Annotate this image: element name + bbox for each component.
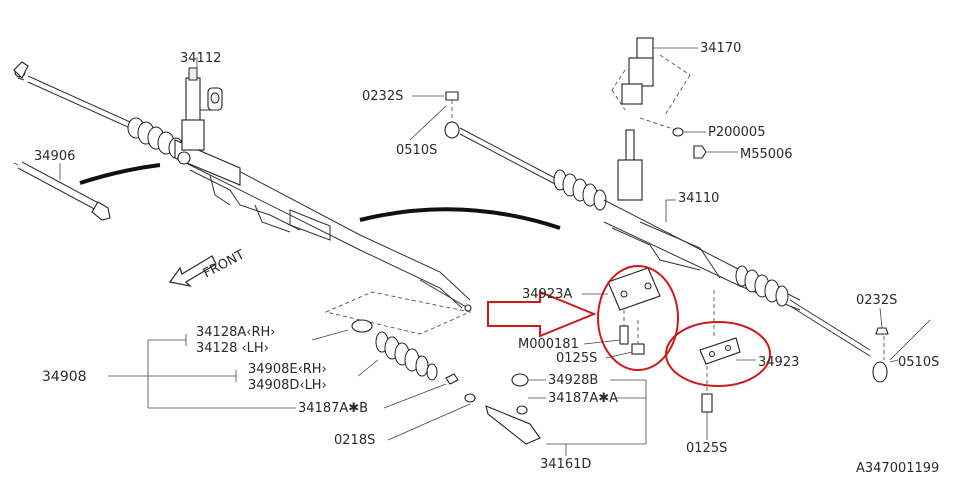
label-0510s-top: 0510S [396,143,437,158]
label-0510s-right: 0510S [898,355,939,370]
highlight-arrow [487,290,597,338]
label-34128-lh: 34128 ‹LH› [196,341,269,356]
label-m55006: M55006 [740,147,793,162]
label-0125s-mid: 0125S [556,351,597,366]
label-34187a-a: 34187A✱A [548,391,618,406]
diagram-id: A347001199 [856,461,939,476]
label-34187a-b: 34187A✱B [298,401,368,416]
left-rack-assembly [13,61,561,312]
highlight-bracket-34923 [665,321,771,387]
label-34908e-rh: 34908E‹RH› [248,362,327,377]
label-34908d-lh: 34908D‹LH› [248,378,327,393]
label-34110: 34110 [678,191,719,206]
label-m000181: M000181 [518,337,579,352]
label-34923: 34923 [758,355,799,370]
label-34923a: 34923A [522,287,572,302]
right-rack-assembly [444,37,931,413]
label-34908: 34908 [42,369,87,385]
label-0125s-bot: 0125S [686,441,727,456]
label-34170: 34170 [700,41,741,56]
label-34906: 34906 [34,149,75,164]
front-direction-indicator: FRONT [168,247,247,288]
tie-rod-34906 [13,161,111,221]
label-34112: 34112 [180,51,221,66]
label-p200005: P200005 [708,125,765,140]
highlight-bracket-34923a [597,265,679,371]
label-0232s-top: 0232S [362,89,403,104]
front-label: FRONT [201,247,247,281]
label-34128a-rh: 34128A‹RH› [196,325,275,340]
bottom-parts-group [324,291,541,445]
label-34928b: 34928B [548,373,598,388]
label-0218s: 0218S [334,433,375,448]
label-34161d: 34161D [540,457,591,472]
label-0232s-right: 0232S [856,293,897,308]
